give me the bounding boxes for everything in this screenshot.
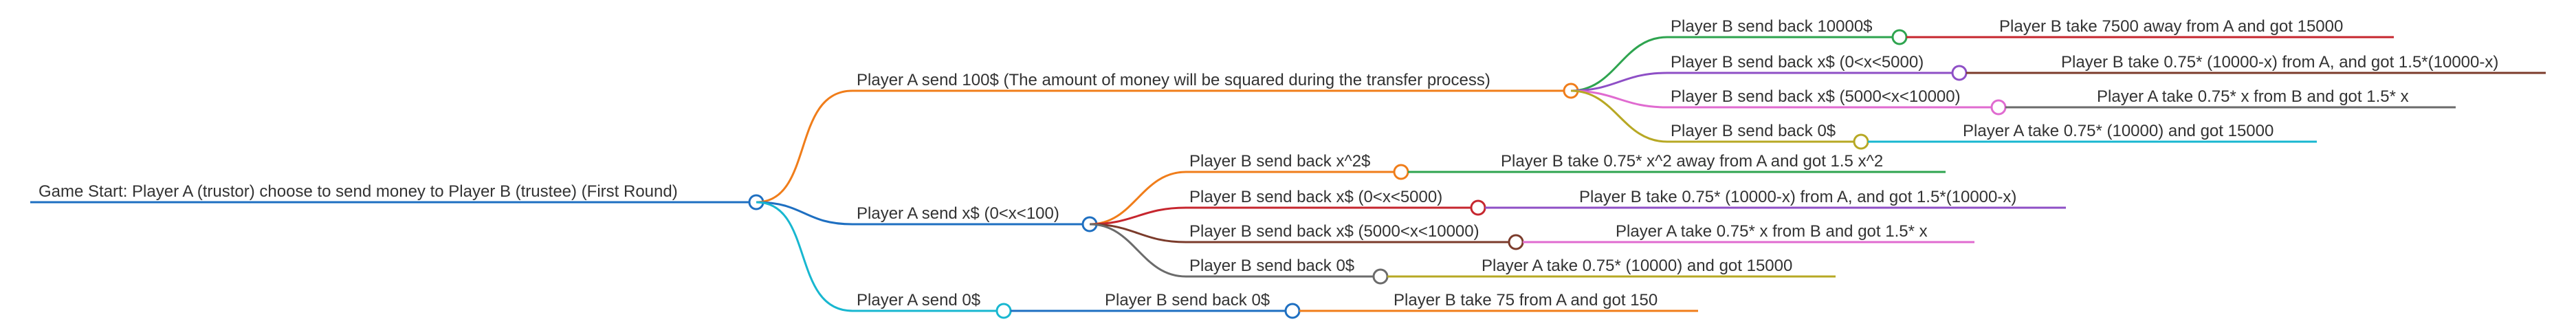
child-connector [1089,206,1187,226]
child-toggle[interactable] [1990,99,2007,116]
outcome-label: Player A take 0.75* (10000) and got 1500… [1482,257,1792,275]
outcome-label: Player B take 75 from A and got 150 [1394,291,1658,309]
branch-send-100: Player A send 100$ (The amount of money … [756,17,2546,204]
child-connector [1570,36,1668,92]
child-connector [1089,223,1187,243]
child-toggle[interactable] [1393,164,1409,180]
child-label: Player B send back x^2$ [1189,152,1370,171]
branch-send-0: Player A send 0$ Player B send back 0$ P… [756,201,1698,319]
child-toggle[interactable] [1951,65,1968,81]
child-label: Player B send back x$ (0<x<5000) [1671,53,1924,72]
child-toggle[interactable] [1372,268,1389,285]
child-label: Player B send back 10000$ [1671,17,1873,36]
branch-connector [756,89,853,204]
child-connector [1570,89,1668,143]
branch-connector [756,201,853,312]
child-connector [1089,171,1187,226]
outcome-label: Player A take 0.75* x from B and got 1.5… [2097,87,2409,106]
outcome-label: Player A take 0.75* x from B and got 1.5… [1616,222,1928,241]
outcome-label: Player B take 0.75* (10000-x) from A, an… [1579,188,2016,206]
child-label: Player B send back x$ (5000<x<10000) [1671,87,1961,106]
outcome-label: Player A take 0.75* (10000) and got 1500… [1963,122,2274,140]
outcome-label: Player B take 0.75* (10000-x) from A, an… [2061,53,2498,72]
child-label: Player B send back 0$ [1671,122,1836,140]
branch-toggle[interactable] [995,303,1012,319]
child-toggle[interactable] [1284,303,1301,319]
branch-connector [756,201,853,226]
child-label: Player B send back 0$ [1105,291,1270,309]
child-toggle[interactable] [1891,29,1908,45]
branch-label: Player A send 0$ [857,291,980,309]
branch-send-x: Player A send x$ (0<x<100) Player B send… [756,152,2066,285]
branch-label: Player A send 100$ (The amount of money … [857,71,1490,89]
outcome-label: Player B take 7500 away from A and got 1… [1999,17,2343,36]
child-label: Player B send back x$ (5000<x<10000) [1189,222,1479,241]
branch-label: Player A send x$ (0<x<100) [857,204,1059,223]
child-label: Player B send back 0$ [1189,257,1354,275]
child-toggle[interactable] [1508,234,1524,250]
child-connector [1089,223,1187,278]
outcome-label: Player B take 0.75* x^2 away from A and … [1501,152,1883,171]
child-connector [1570,72,1668,92]
child-toggle[interactable] [1470,199,1486,216]
root-label: Game Start: Player A (trustor) choose to… [38,182,678,201]
root-node[interactable]: Game Start: Player A (trustor) choose to… [30,182,764,210]
child-connector [1570,89,1668,109]
child-toggle[interactable] [1853,133,1869,150]
child-label: Player B send back x$ (0<x<5000) [1189,188,1442,206]
